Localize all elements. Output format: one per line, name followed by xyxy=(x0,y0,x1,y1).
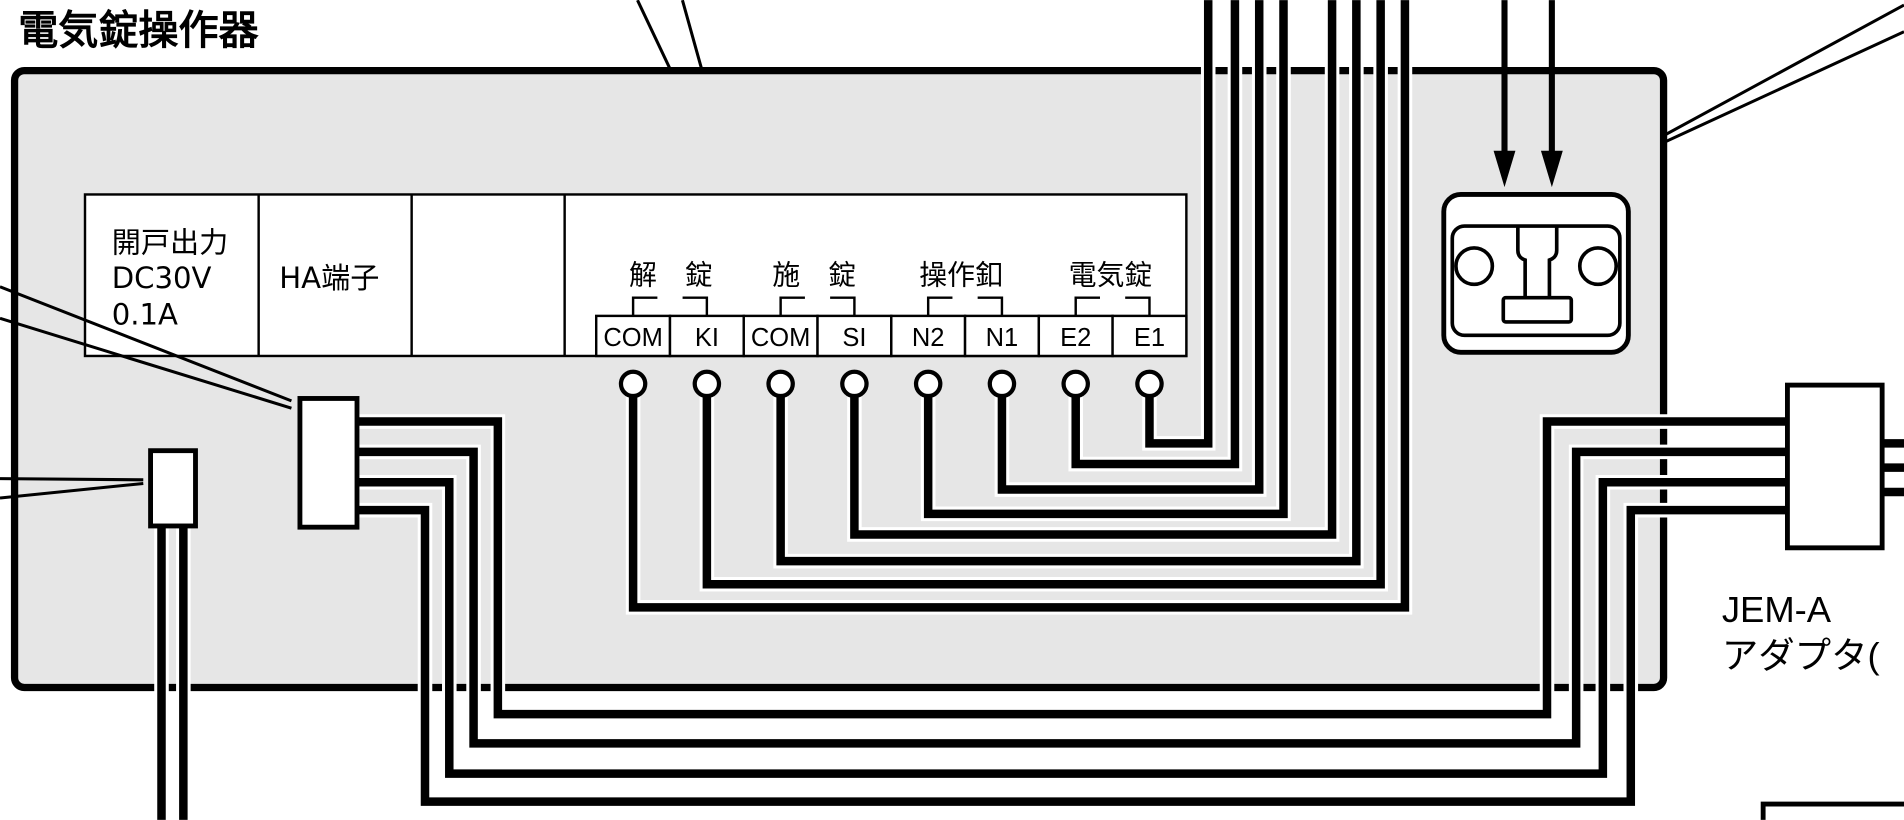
current-label: 0.1A xyxy=(112,297,178,331)
wire-com xyxy=(628,0,1410,612)
terminal-label: SI xyxy=(842,324,866,352)
small-connector xyxy=(148,448,198,820)
door-output-label: 開戸出力 xyxy=(112,226,229,260)
outlet-connector xyxy=(1441,192,1631,355)
terminal-e2: E2 xyxy=(1037,314,1114,358)
operator-housing xyxy=(10,66,1668,692)
terminal-label: N1 xyxy=(986,324,1019,352)
group-lock-label: 施 錠 xyxy=(772,258,856,291)
terminal-label: KI xyxy=(695,324,719,352)
screw-terminal xyxy=(618,369,648,399)
terminal-ki: KI xyxy=(668,314,745,358)
wire-e1 xyxy=(1145,0,1213,448)
terminal-label: COM xyxy=(751,324,811,352)
terminal-com: COM xyxy=(594,314,672,358)
diagram-title: 電気錠操作器 xyxy=(18,8,259,54)
terminal-n2: N2 xyxy=(890,314,967,358)
terminal-label: N2 xyxy=(912,324,945,352)
wire-ki xyxy=(702,0,1385,589)
wire-si xyxy=(850,0,1337,539)
wire-n1 xyxy=(997,0,1264,494)
group-button-label: 操作釦 xyxy=(919,258,1003,291)
screw-terminal xyxy=(766,369,795,399)
ha-connector xyxy=(297,396,360,530)
arrows xyxy=(1493,0,1563,188)
screw-terminal xyxy=(692,369,722,399)
group-electric-lock-label: 電気錠 xyxy=(1069,258,1153,291)
screw-terminal xyxy=(987,369,1017,399)
voltage-label: DC30V xyxy=(112,261,212,295)
terminal-com: COM xyxy=(742,314,819,358)
terminal-wires xyxy=(625,0,1413,615)
jem-a-adapter xyxy=(1785,382,1904,551)
screw-terminal xyxy=(1061,369,1090,399)
terminal-si: SI xyxy=(816,314,893,358)
terminal-label: E2 xyxy=(1060,324,1091,352)
screw-terminal xyxy=(840,369,869,399)
adapter-label-2: アダプタ( xyxy=(1722,635,1880,676)
terminal-block: COM KI COM SI N2 N1 E2 E1 xyxy=(594,314,1188,358)
ha-terminal-label: HA端子 xyxy=(279,261,379,295)
terminal-e1: E1 xyxy=(1111,314,1188,358)
terminal-label: E1 xyxy=(1134,324,1165,352)
terminal-screws xyxy=(618,369,1164,399)
left-callouts xyxy=(0,285,292,500)
adapter-label: JEM-A xyxy=(1722,589,1832,630)
terminal-panel: 開戸出力 DC30V 0.1A HA端子 解 錠 施 錠 操作釦 電気錠 COM… xyxy=(83,193,1188,358)
terminal-label: COM xyxy=(603,324,663,352)
screw-terminal xyxy=(913,369,943,399)
group-brackets xyxy=(631,296,1151,316)
wire-e2 xyxy=(1071,0,1240,469)
external-box-edge xyxy=(1760,801,1904,820)
group-unlock-label: 解 錠 xyxy=(629,258,713,291)
loop-wires xyxy=(357,414,1788,809)
screw-terminal xyxy=(1135,369,1164,399)
wire-n2 xyxy=(923,0,1288,519)
terminal-n1: N1 xyxy=(963,314,1041,358)
wire-com xyxy=(776,0,1361,566)
